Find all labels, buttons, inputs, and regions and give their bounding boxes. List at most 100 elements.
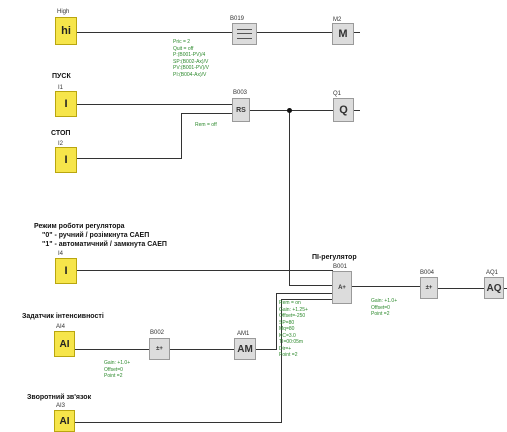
b002-param: Offset=0 [104, 366, 123, 373]
i1-tag: I1 [58, 85, 64, 91]
i4-block[interactable]: I [55, 258, 77, 284]
wire-i2-v [181, 113, 182, 159]
wire-rs-pi-h [289, 285, 332, 286]
aq1-output-stub [504, 288, 507, 289]
b004-param: Offset=0 [371, 304, 390, 311]
b004-tag: B004 [420, 270, 435, 276]
wire-i2-h [77, 158, 181, 159]
b001-param: TI=00:05m [279, 339, 304, 345]
aq1-block[interactable]: AQ [484, 277, 504, 299]
wire-am-pi-h2 [276, 293, 333, 294]
i1-block[interactable]: I [55, 91, 77, 117]
i4-text: I [64, 265, 68, 277]
am-text: AM [237, 343, 253, 355]
q-text: Q [339, 104, 348, 116]
wire-b019-m2 [257, 32, 333, 33]
wire-i1-rs [77, 104, 233, 105]
wire-b002-am [170, 349, 234, 350]
b019-icon [237, 29, 252, 34]
am1-tag: AM1 [237, 331, 250, 337]
m2-tag: M2 [333, 17, 342, 23]
wire-rs-pi-v [289, 110, 290, 286]
b001-param: Mq=80 [279, 326, 295, 332]
b019-param: SP:(B002-Ax)/V [173, 58, 209, 65]
feedback-label: Зворотний зв'язок [27, 394, 92, 401]
mode-line2: "1" - автоматичний / замкнута САЕП [42, 241, 167, 248]
pi-text: A+ [338, 284, 346, 291]
i2-text: I [64, 154, 68, 166]
b001-params: Rem = on Gain: +1.25+ Offset=-250 SP=80 … [279, 300, 308, 359]
b019-param: PI:(B004-Ax)/V [173, 71, 207, 78]
pusk-label: ПУСК [52, 73, 71, 80]
b002-tag: B002 [150, 330, 165, 336]
setpoint-label: Задатчик інтенсивності [22, 313, 104, 320]
wire-am-pi-h [256, 349, 276, 350]
b001-param: Gain: +1.25+ [279, 306, 308, 313]
q1-tag: Q1 [333, 91, 342, 97]
wire-pi-b004 [352, 286, 420, 287]
b002-param: Point =2 [104, 373, 123, 379]
b001-param: KC=3.0 [279, 332, 296, 339]
b003-params: Rem = off [195, 122, 217, 129]
aq-text: AQ [486, 282, 502, 294]
hi-block[interactable]: hi [55, 17, 77, 45]
ai4-tag: AI4 [56, 324, 66, 330]
wire-i4-pi [77, 270, 333, 271]
am1-block[interactable]: AM [234, 338, 256, 360]
b019-params: Pric = 2 Quit = off P:(B001-PV)/4 SP:(B0… [173, 39, 209, 78]
rs-text: RS [236, 106, 246, 114]
b002-icon: ±+ [156, 346, 163, 352]
b019-icon-line [237, 35, 252, 39]
b019-param: PV:(B001-PV)/V [173, 65, 209, 71]
m2-output-stub [354, 32, 360, 33]
i2-block[interactable]: I [55, 147, 77, 173]
b004-icon: ±+ [425, 285, 433, 291]
mode-title: Режим роботи регулятора [34, 223, 125, 230]
b019-param: Pric = 2 [173, 39, 191, 45]
b001-param: Dir=+ [279, 345, 292, 352]
high-tag: High [57, 9, 70, 15]
b019-param: Quit = off [173, 45, 194, 52]
wire-ai3-pi-h [75, 422, 281, 423]
wire-am-pi-v [276, 293, 277, 350]
i4-tag: I4 [58, 251, 64, 257]
i2-tag: I2 [58, 141, 64, 147]
wire-b004-aq [438, 288, 484, 289]
q1-output-stub [354, 110, 360, 111]
wire-ai3-pi-v [281, 299, 282, 423]
pi-block[interactable]: A+ [332, 271, 352, 304]
wire-rs-q [250, 110, 334, 111]
b004-param: Point =2 [371, 311, 390, 317]
ai4-text: AI [59, 338, 70, 350]
b019-block[interactable] [232, 23, 257, 45]
aq1-tag: AQ1 [486, 270, 499, 276]
b019-param: P:(B001-PV)/4 [173, 52, 206, 58]
b003-param: Rem = off [195, 122, 217, 128]
ai3-text: AI [59, 415, 70, 427]
b001-tag: B001 [333, 264, 348, 270]
rs-block[interactable]: RS [232, 98, 250, 122]
ai3-tag: AI3 [56, 403, 66, 409]
ai4-block[interactable]: AI [54, 331, 75, 357]
i1-text: I [64, 98, 68, 110]
wire-ai3-pi-h2 [281, 299, 333, 300]
m2-block[interactable]: M [332, 23, 354, 45]
hi-text: hi [61, 25, 71, 37]
b001-param: Rem = on [279, 300, 301, 306]
b004-params: Gain: +1.0+ Offset=0 Point =2 [371, 298, 397, 318]
stop-label: СТОП [51, 130, 71, 137]
junction-dot [287, 108, 292, 113]
b002-params: Gain: +1.0+ Offset=0 Point =2 [104, 360, 130, 380]
ai3-block[interactable]: AI [54, 410, 75, 432]
b003-tag: B003 [233, 90, 248, 96]
b004-block[interactable]: ±+ [420, 277, 438, 299]
b001-param: Point =2 [279, 352, 298, 358]
mode-line1: "0" - ручний / розімкнута САЕП [42, 232, 150, 239]
pi-title: ПІ-регулятор [312, 254, 357, 261]
wire-i2-rs [181, 113, 233, 114]
wire-hi-b019 [77, 32, 233, 33]
q1-block[interactable]: Q [333, 98, 354, 122]
b004-param: Gain: +1.0+ [371, 298, 398, 304]
b002-block[interactable]: ±+ [149, 338, 170, 360]
